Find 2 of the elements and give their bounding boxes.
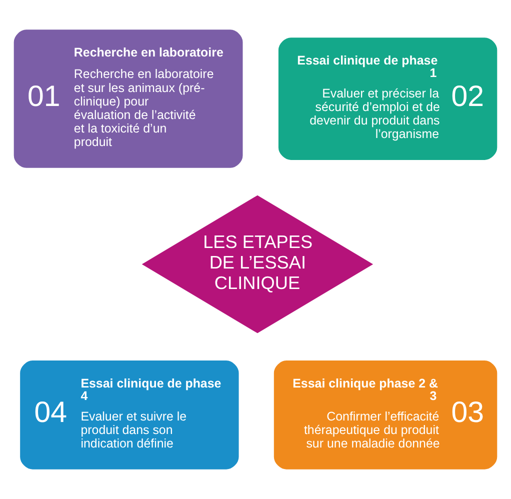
node-box: 04 Essai clinique de phase 4 Evaluer et suivre le produit dans son indication définie (18, 358, 242, 472)
node-box: 01 Recherche en laboratoire Recherche en laboratoire et sur les animaux (pré-clinique) pour évaluation de l’activité et la toxicité d’un produit (12, 27, 246, 170)
